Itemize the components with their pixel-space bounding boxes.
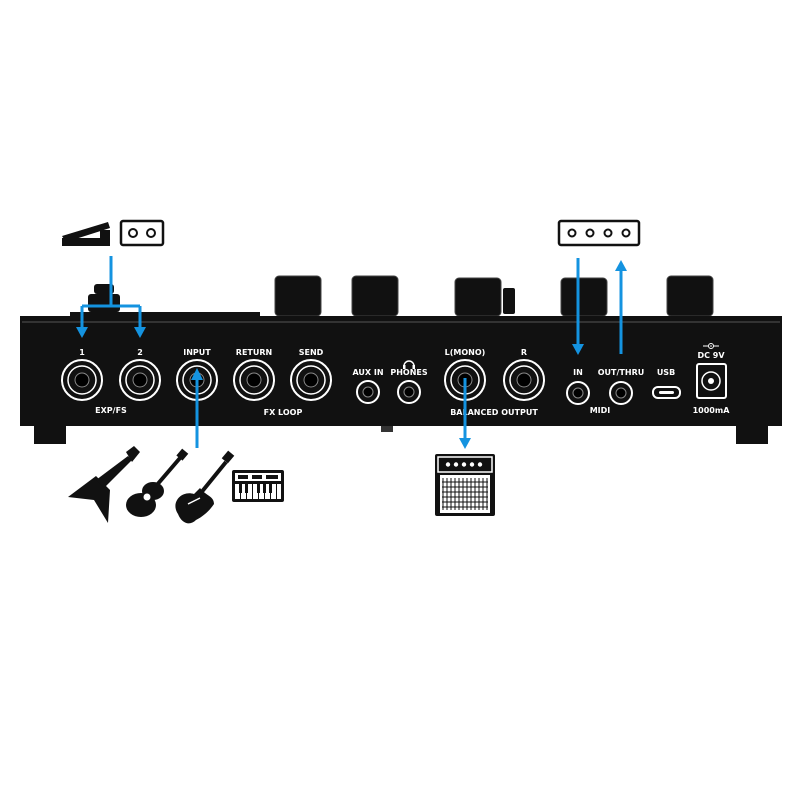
amplifier-icon <box>435 454 495 516</box>
label-balanced-output: BALANCED OUTPUT <box>450 408 538 417</box>
foot-left <box>34 426 66 444</box>
label-midi-out-thru: OUT/THRU <box>598 368 644 377</box>
label-fx-loop: FX LOOP <box>264 408 303 417</box>
label-midi: MIDI <box>590 406 611 415</box>
jack-exp1[interactable] <box>61 359 103 401</box>
footswitch-icon <box>119 219 165 247</box>
label-return: RETURN <box>236 348 272 357</box>
top-lip <box>20 316 782 321</box>
jack-midi-in[interactable] <box>566 381 590 405</box>
jack-r[interactable] <box>503 359 545 401</box>
arrowhead-exp2 <box>134 327 146 338</box>
label-phones: PHONES <box>390 368 428 377</box>
jack-exp2[interactable] <box>119 359 161 401</box>
jack-phones[interactable] <box>397 380 421 404</box>
jack-aux-in[interactable] <box>356 380 380 404</box>
knob-cluster <box>88 284 120 312</box>
label-input: INPUT <box>183 348 211 357</box>
keyboard-synth-icon <box>232 470 284 502</box>
arrowheads <box>76 260 627 449</box>
acoustic-guitar-icon <box>126 448 189 517</box>
headphones-icon <box>403 360 415 369</box>
label-send: SEND <box>299 348 324 357</box>
dc-jack[interactable] <box>696 363 727 399</box>
jack-return[interactable] <box>233 359 275 401</box>
label-exp2: 2 <box>137 348 143 357</box>
dc-polarity-icon <box>703 343 719 349</box>
footswitch-cap-1 <box>274 275 322 317</box>
jack-midi-out-thru[interactable] <box>609 381 633 405</box>
label-dc: DC 9V <box>697 351 725 360</box>
device-top <box>20 275 782 322</box>
arrowhead-exp1 <box>76 327 88 338</box>
footswitch-cap-3 <box>454 277 502 317</box>
footswitch-cap-4 <box>560 277 608 317</box>
center-nub <box>381 426 393 432</box>
arrowhead-amp <box>459 438 471 449</box>
arrow-exp-fork <box>80 256 142 328</box>
midi-device-icon <box>557 219 641 247</box>
label-r: R <box>521 348 527 357</box>
arrowhead-midi-in <box>572 344 584 355</box>
arrowhead-input <box>191 368 203 380</box>
footswitch-cap-5 <box>666 275 714 317</box>
expression-pedal-icon <box>62 222 110 246</box>
footswitch-cap-2 <box>351 275 399 317</box>
jack-send[interactable] <box>290 359 332 401</box>
label-midi-in: IN <box>573 368 583 377</box>
arrows <box>80 256 623 448</box>
label-usb: USB <box>657 368 675 377</box>
foot-right <box>736 426 768 444</box>
label-exp-fs: EXP/FS <box>95 406 127 415</box>
label-power-rating: 1000mA <box>693 406 731 415</box>
electric-guitar-icon <box>175 450 235 524</box>
flying-v-guitar-icon <box>68 446 140 523</box>
arrowhead-midi-out <box>615 260 627 271</box>
usb-port[interactable] <box>652 386 681 399</box>
label-exp1: 1 <box>79 348 85 357</box>
label-l-mono: L(MONO) <box>445 348 486 357</box>
footswitch-cap-3-side <box>503 288 515 314</box>
label-aux-in: AUX IN <box>352 368 383 377</box>
